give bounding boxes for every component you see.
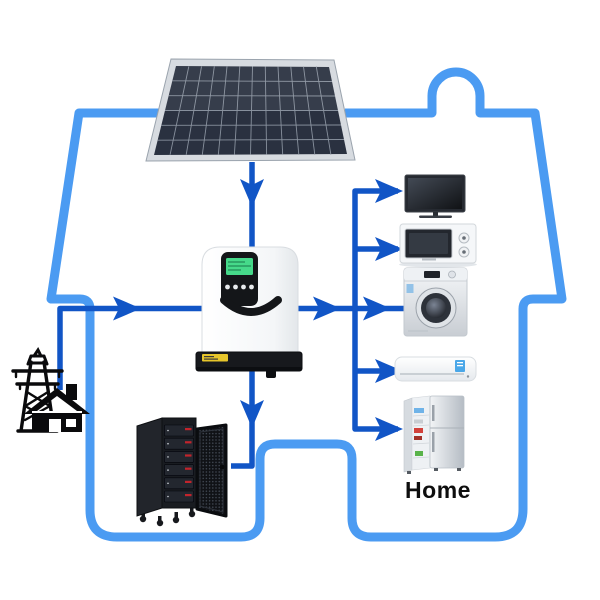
inverter-buttons [225,284,254,290]
hybrid-inverter-icon [195,246,303,378]
appliance-bus-line [352,188,398,432]
home-label: Home [405,477,471,503]
inverter-warning-label [202,354,228,362]
air-conditioner-icon [394,356,477,382]
arrow-bus-to-fridge [375,417,403,441]
arrow-grid-to-inverter [113,296,141,321]
arrow-bus-to-ac [375,359,403,383]
battery-mesh-door [195,423,228,518]
tv-icon [404,174,466,218]
panel-grid-lines [157,66,345,155]
refrigerator-icon [403,395,465,474]
grid-house-door [49,419,61,432]
battery-door-handle [219,464,225,470]
solar-panel-icon [145,58,356,162]
inverter-grille-arc [220,296,282,316]
arrow-bus-to-tv [375,179,403,203]
battery-cabinet-icon [136,417,228,527]
battery-modules [164,424,194,503]
arrow-solar-to-inverter [240,179,264,207]
utility-grid-icon [11,347,90,433]
washing-machine-icon [403,267,468,337]
grid-house-window [66,419,76,427]
grid-to-inverter-line [57,305,206,390]
inverter-to-battery-line [231,368,255,469]
fridge-shelf-items [412,408,430,459]
battery-casters [139,507,196,527]
arrow-bus-to-microwave [375,237,403,261]
microwave-icon [399,223,477,268]
arrow-inverter-to-bus [313,296,341,321]
arrow-bus-to-washer [363,296,391,321]
arrow-inverter-to-battery [240,400,264,428]
flow-arrowheads [113,179,403,441]
house-outline [46,67,567,542]
